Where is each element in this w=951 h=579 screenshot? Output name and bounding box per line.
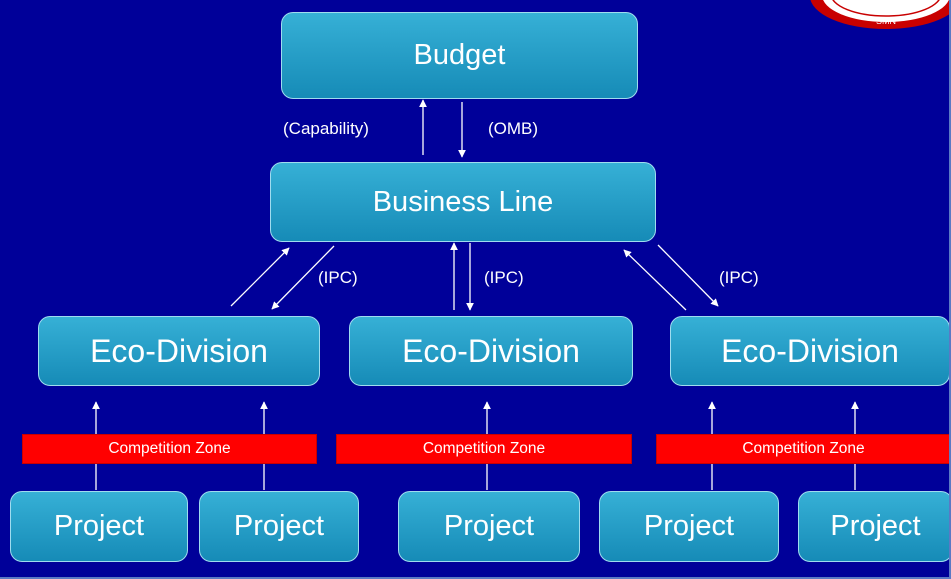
- budget-box: Budget: [281, 12, 638, 99]
- competition-zone-2: Competition Zone: [336, 434, 632, 464]
- ipc-label-1: (IPC): [318, 268, 358, 287]
- ipc-down-arrow-3: [657, 244, 719, 307]
- project-box-5: Project: [798, 491, 949, 562]
- eco-division-box-2: Eco-Division: [349, 316, 633, 386]
- project-label-2: Project: [233, 510, 325, 542]
- eco-division-label-3: Eco-Division: [721, 332, 899, 369]
- eco-division-box-3: Eco-Division: [670, 316, 949, 386]
- competition-zone-3: Competition Zone: [656, 434, 949, 464]
- seal-logo-icon: SMN: [810, 0, 949, 29]
- project-label-3: Project: [443, 510, 535, 542]
- eco-division-label-1: Eco-Division: [90, 332, 268, 369]
- svg-text:SMN: SMN: [876, 16, 896, 26]
- project-label-4: Project: [643, 510, 735, 542]
- project-box-2: Project: [199, 491, 359, 562]
- competition-zone-1: Competition Zone: [22, 434, 317, 464]
- budget-label: Budget: [413, 39, 506, 71]
- project-box-4: Project: [599, 491, 779, 562]
- ipc-label-2: (IPC): [484, 268, 524, 287]
- competition-zone-label-3: Competition Zone: [742, 440, 865, 457]
- capability-label: (Capability): [283, 119, 369, 138]
- project-box-3: Project: [398, 491, 580, 562]
- ipc-up-arrow-1: [230, 247, 290, 307]
- competition-zone-label-1: Competition Zone: [108, 440, 231, 457]
- ipc-up-arrow-3: [623, 249, 687, 311]
- eco-division-box-1: Eco-Division: [38, 316, 320, 386]
- ipc-down-arrow-1: [271, 245, 335, 310]
- project-box-1: Project: [10, 491, 188, 562]
- competition-zone-label-2: Competition Zone: [422, 440, 546, 457]
- business-line-label: Business Line: [372, 185, 554, 218]
- eco-division-label-2: Eco-Division: [402, 332, 580, 369]
- ipc-label-3: (IPC): [719, 268, 759, 287]
- project-label-1: Project: [53, 510, 145, 542]
- business-line-box: Business Line: [270, 162, 656, 242]
- omb-label: (OMB): [488, 119, 539, 138]
- project-label-5: Project: [830, 510, 921, 542]
